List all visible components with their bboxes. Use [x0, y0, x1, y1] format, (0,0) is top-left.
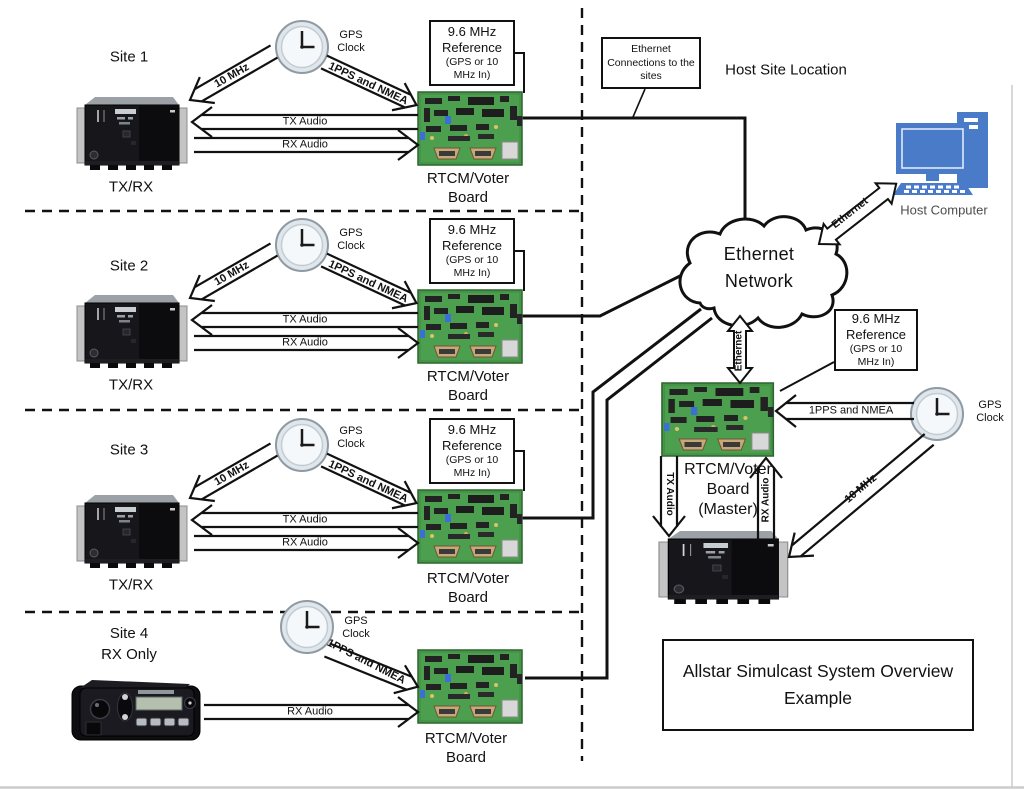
site3-ethernet-line	[522, 307, 702, 520]
host-computer-icon	[892, 111, 989, 196]
master-gps-clock-icon	[909, 386, 965, 442]
site2-ref-connector	[515, 250, 525, 291]
site2-rtcm-board-image	[417, 289, 523, 364]
site1-rx-audio-label: RX Audio	[282, 138, 328, 151]
site3-gps-clock-label: GPS Clock	[337, 425, 365, 450]
site3-label: Site 3	[109, 441, 149, 459]
cloud-to-master-ethernet-arrow	[725, 314, 755, 385]
site1-tx-audio-arrow	[190, 106, 418, 138]
site4-rtcm-label: RTCM/Voter Board	[424, 730, 508, 766]
site1-tx-audio-label: TX Audio	[282, 115, 328, 128]
site1-txrx-label: TX/RX	[108, 178, 154, 196]
ethernet-arrows	[725, 182, 898, 385]
master-ref-connector	[779, 361, 835, 392]
site2-tx-audio-arrow	[190, 304, 418, 336]
site3-gps-clock-icon	[274, 417, 330, 473]
diagram-title-line1: Allstar Simulcast System Overview	[682, 661, 954, 681]
site4-rtcm-board-image	[417, 649, 523, 724]
master-ref-box: 9.6 MHz Reference (GPS or 10 MHz In)	[834, 309, 918, 371]
page-edges	[0, 85, 1024, 789]
site2-tx-audio-label: TX Audio	[282, 313, 328, 326]
site4-1pps-arrow	[323, 642, 420, 695]
host-computer-label: Host Computer	[900, 202, 988, 218]
site4-rx-audio-arrow	[204, 696, 420, 728]
site2-txrx-label: TX/RX	[108, 376, 154, 394]
master-1pps-arrow	[774, 394, 914, 428]
site1-1pps-arrow	[320, 54, 419, 112]
site3-ref-box: 9.6 MHz Reference (GPS or 10 MHz In)	[429, 418, 515, 484]
site3-tx-audio-arrow	[190, 504, 418, 536]
site2-rtcm-label: RTCM/Voter Board	[426, 368, 510, 404]
site3-txrx-label: TX/RX	[108, 576, 154, 594]
site3-rtcm-label: RTCM/Voter Board	[426, 570, 510, 606]
site4-label: Site 4 RX Only	[101, 625, 157, 663]
diagram-title-box: Allstar Simulcast System Overview Exampl…	[662, 639, 974, 731]
site1-10mhz-arrow	[188, 44, 279, 105]
site2-rx-audio-arrow	[194, 327, 420, 359]
site3-tx-audio-label: TX Audio	[282, 513, 328, 526]
master-rx-audio-label: RX Audio	[760, 477, 772, 523]
site2-10mhz-arrow	[188, 242, 279, 303]
site4-rx-audio-label: RX Audio	[287, 705, 333, 718]
site3-1pps-arrow	[320, 452, 419, 510]
site1-ref-connector	[515, 52, 525, 93]
site2-ethernet-line	[522, 271, 687, 318]
site3-radio-image	[76, 494, 188, 569]
master-radio-image	[658, 530, 789, 605]
master-gps-clock-label: GPS Clock	[976, 399, 1004, 424]
master-1pps-label: 1PPS and NMEA	[808, 404, 894, 417]
site4-gps-clock-label: GPS Clock	[342, 615, 370, 640]
site1-rx-audio-arrow	[194, 129, 420, 161]
site3-rx-audio-arrow	[194, 527, 420, 559]
master-tx-audio-label: TX Audio	[663, 472, 675, 516]
site2-gps-clock-label: GPS Clock	[337, 227, 365, 252]
site1-gps-clock-icon	[274, 19, 330, 75]
site3-10mhz-arrow	[188, 442, 279, 503]
site1-ref-box: 9.6 MHz Reference (GPS or 10 MHz In)	[429, 20, 515, 86]
site2-gps-clock-icon	[274, 217, 330, 273]
master-10mhz-arrow	[787, 433, 935, 559]
site3-ref-connector	[515, 450, 525, 491]
master-rx-audio-arrow	[749, 456, 783, 541]
host-site-location-label: Host Site Location	[725, 61, 847, 79]
cloud-to-host-ethernet-arrow	[817, 182, 898, 246]
site2-ref-box: 9.6 MHz Reference (GPS or 10 MHz In)	[429, 218, 515, 284]
master-tx-audio-arrow	[652, 456, 686, 538]
site1-label: Site 1	[109, 48, 149, 66]
ethernet-connections-box: Ethernet Connections to the sites	[601, 37, 701, 89]
site3-rtcm-board-image	[417, 489, 523, 564]
site2-radio-image	[76, 294, 188, 369]
site3-rx-audio-label: RX Audio	[282, 536, 328, 549]
site2-1pps-arrow	[320, 252, 419, 310]
ethernet-box-pointer	[632, 88, 646, 118]
site4-mobile-radio-image	[71, 679, 201, 741]
site2-label: Site 2	[109, 257, 149, 275]
site1-radio-image	[76, 96, 188, 171]
site1-ethernet-line	[522, 116, 747, 221]
ethernet-network-label: Ethernet Network	[723, 244, 795, 291]
signal-arrows	[188, 44, 935, 728]
ethernet-trunk-lines	[522, 116, 747, 680]
cloud-master-ethernet-label: Ethernet	[733, 330, 745, 372]
master-rtcm-label: RTCM/Voter Board (Master)	[684, 461, 772, 518]
site1-rtcm-label: RTCM/Voter Board	[426, 170, 510, 206]
site4-ethernet-line	[525, 316, 713, 680]
master-rtcm-board-image	[661, 382, 775, 457]
connector-lines	[515, 52, 835, 491]
site1-rtcm-board-image	[417, 91, 523, 166]
site2-rx-audio-label: RX Audio	[282, 336, 328, 349]
diagram-title-line2: Example	[783, 688, 853, 708]
site1-gps-clock-label: GPS Clock	[337, 29, 365, 54]
